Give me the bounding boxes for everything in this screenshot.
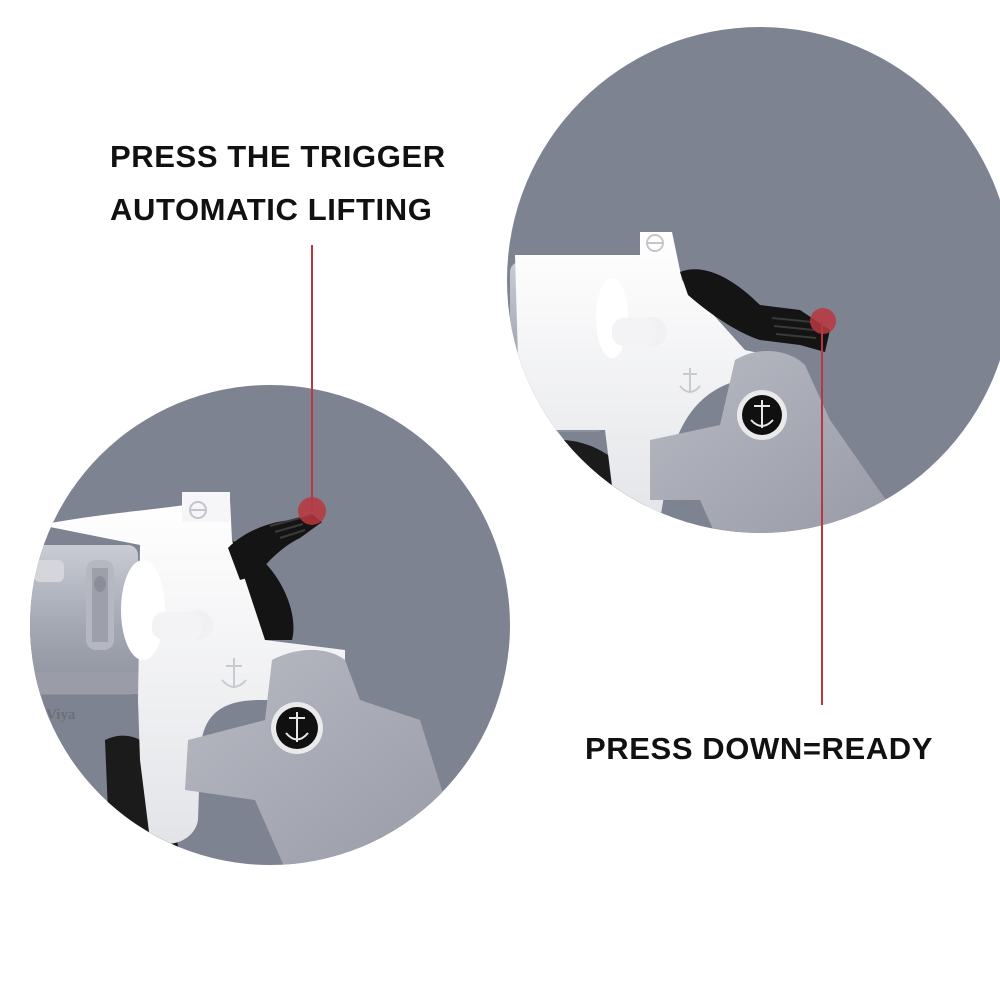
revolver-frame bbox=[515, 232, 795, 531]
hammer-lifted bbox=[228, 514, 322, 580]
hammer-ready-detail bbox=[507, 27, 1000, 533]
anchor-logo-icon bbox=[285, 712, 309, 742]
revolver-grip bbox=[185, 649, 470, 865]
ready-caption: PRESS DOWN=READY bbox=[585, 722, 933, 775]
ready-caption-text: PRESS DOWN=READY bbox=[585, 731, 934, 766]
anchor-engraving-icon bbox=[221, 658, 247, 688]
trigger-lift-caption-line-2: AUTOMATIC LIFTING bbox=[110, 192, 433, 227]
trigger-lift-caption: PRESS THE TRIGGER AUTOMATIC LIFTING bbox=[110, 130, 446, 236]
anchor-logo-icon bbox=[750, 400, 774, 428]
trigger-lift-caption-line-1: PRESS THE TRIGGER bbox=[110, 139, 446, 174]
hammer-ready bbox=[680, 269, 830, 352]
revolver-grip bbox=[650, 350, 900, 533]
hammer-lifted-detail: Viya bbox=[30, 385, 510, 865]
anchor-engraving-icon bbox=[679, 368, 701, 393]
revolver-cylinder bbox=[30, 545, 138, 695]
revolver-frame bbox=[40, 500, 345, 844]
product-marking: Viya bbox=[46, 707, 76, 723]
